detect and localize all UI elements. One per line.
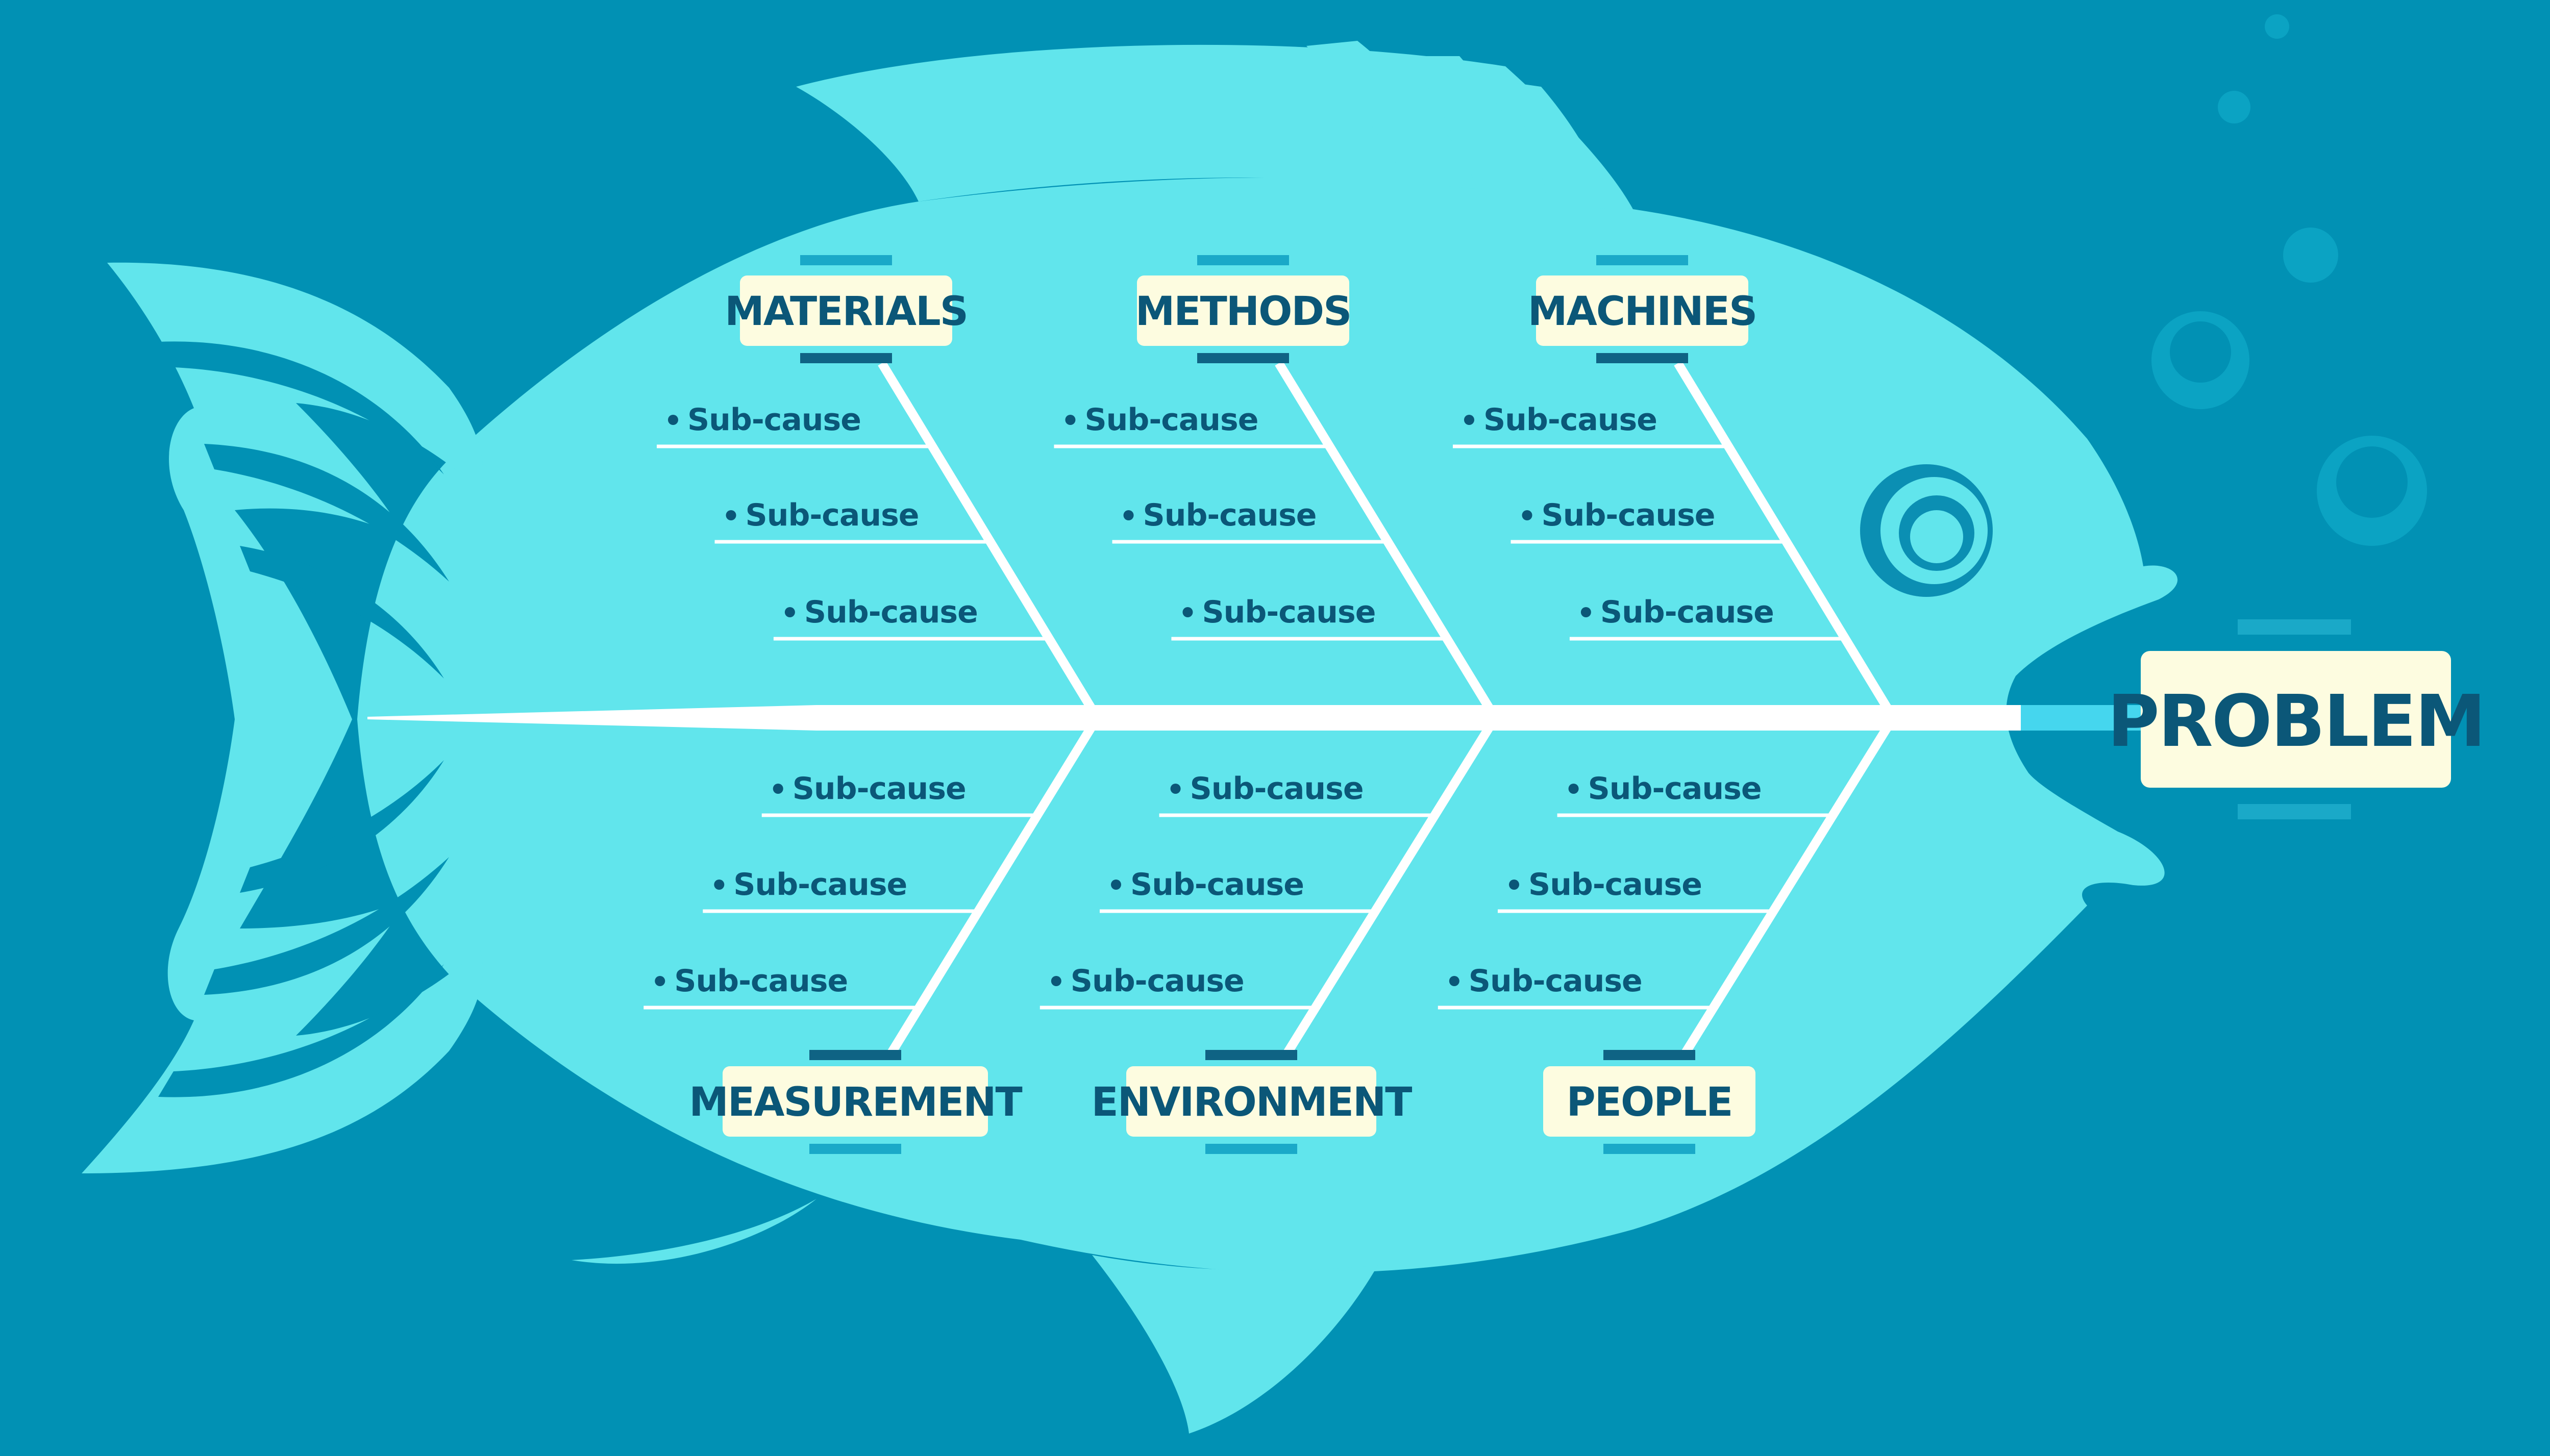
category-label-measurement: MEASUREMENT (689, 1080, 1022, 1125)
bullet-icon (1182, 607, 1193, 617)
category-materials: MATERIALS (725, 255, 969, 363)
subcause-label: Sub-cause (1084, 402, 1258, 438)
subcause-label: Sub-cause (1190, 771, 1364, 807)
subcause-label: Sub-cause (1469, 963, 1642, 999)
category-labels: MATERIALS METHODS MACHINES MEASUREMENT ENVIR… (689, 255, 1757, 1154)
category-label-machines: MACHINES (1528, 289, 1756, 335)
category-label-people: PEOPLE (1567, 1080, 1732, 1125)
subcause-label: Sub-cause (746, 497, 919, 533)
bullet-icon (1568, 784, 1579, 794)
category-measurement: MEASUREMENT (689, 1050, 1024, 1154)
category-label-materials: MATERIALS (725, 289, 968, 335)
subcause-label: Sub-cause (674, 963, 848, 999)
bone-measurement (887, 715, 1101, 1056)
tail-stripes (158, 341, 449, 1097)
bullet-icon (1464, 415, 1474, 425)
subcause-label: Sub-cause (1130, 867, 1304, 902)
bullet-icon (1051, 976, 1061, 986)
problem-connector (2016, 705, 2148, 731)
category-bones (643, 361, 1897, 1056)
category-machines: MACHINES (1528, 255, 1757, 363)
spine (367, 705, 2021, 731)
bullet-icon (714, 880, 725, 890)
bullet-icon (726, 510, 736, 520)
subcause-label: Sub-cause (804, 594, 978, 630)
bullet-icon (1170, 784, 1181, 794)
subcause-label: Sub-cause (1588, 771, 1762, 807)
subcause-labels: Sub-causeSub-causeSub-causeSub-causeSub-… (655, 402, 1774, 999)
subcause-label: Sub-cause (1483, 402, 1657, 438)
subcause-label: Sub-cause (687, 402, 861, 438)
category-methods: METHODS (1135, 255, 1352, 363)
subcause-label: Sub-cause (1542, 497, 1715, 533)
subcause-label: Sub-cause (1071, 963, 1244, 999)
problem-label: PROBLEM (2107, 680, 2484, 763)
bullet-icon (655, 976, 665, 986)
bullet-icon (1449, 976, 1459, 986)
bullet-icon (773, 784, 783, 794)
bullet-icon (1123, 510, 1134, 520)
category-label-environment: ENVIRONMENT (1092, 1080, 1413, 1125)
subcause-label: Sub-cause (1600, 594, 1774, 630)
bone-environment (1283, 715, 1499, 1056)
category-environment: ENVIRONMENT (1092, 1050, 1413, 1154)
problem-box: PROBLEM (2107, 619, 2486, 819)
bullet-icon (1065, 415, 1076, 425)
bullet-icon (784, 607, 795, 617)
bullet-icon (1110, 880, 1121, 890)
fish-eye-icon (1860, 464, 1993, 597)
bullet-icon (1580, 607, 1591, 617)
subcause-label: Sub-cause (733, 867, 907, 902)
bullet-icon (1508, 880, 1519, 890)
subcause-label: Sub-cause (1143, 497, 1317, 533)
category-label-methods: METHODS (1135, 289, 1351, 335)
subcause-label: Sub-cause (1202, 594, 1375, 630)
bullet-icon (1522, 510, 1532, 520)
bone-people (1681, 715, 1897, 1056)
subcause-label: Sub-cause (1528, 867, 1702, 902)
subcause-label: Sub-cause (793, 771, 966, 807)
category-people: PEOPLE (1543, 1050, 1755, 1154)
bullet-icon (667, 415, 678, 425)
